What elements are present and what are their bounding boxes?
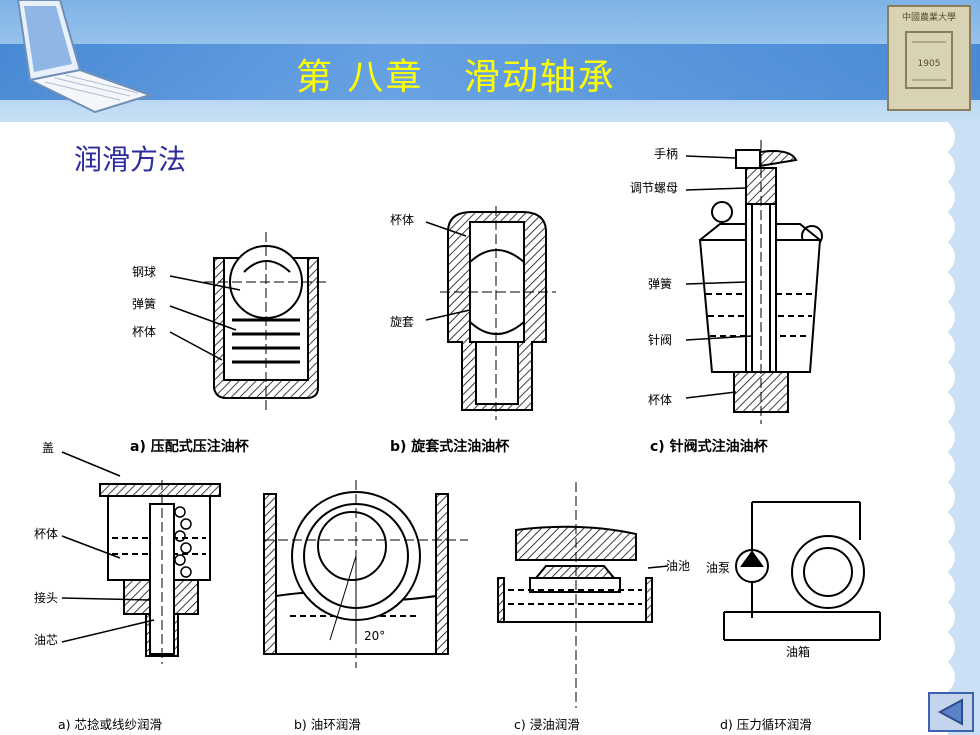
label-ball: 钢球: [132, 265, 156, 279]
fig-bottom-c-oil-bath: [497, 482, 669, 708]
header-banner: [0, 0, 980, 122]
label-pump: 油泵: [706, 561, 730, 575]
caption-bottom-b: b) 油环润滑: [294, 717, 361, 732]
scalloped-border: [940, 122, 980, 735]
label-wick: 油芯: [34, 633, 58, 647]
label-sleeve: 旋套: [390, 315, 414, 329]
label-spring-a: 弹簧: [132, 296, 156, 311]
laptop-graphic-icon: [16, 0, 154, 114]
seal-year: 1905: [918, 59, 941, 69]
caption-bottom-a: a) 芯捻或线纱润滑: [58, 717, 163, 732]
label-spring-c: 弹簧: [648, 276, 672, 291]
label-body-c: 杯体: [648, 393, 672, 407]
label-body-wick: 杯体: [34, 527, 58, 541]
fig-bottom-b-oil-ring: [263, 480, 468, 668]
label-lid: 盖: [42, 441, 54, 455]
seal-text: 中國農業大學: [902, 11, 956, 23]
fig-bottom-a-wick: [61, 451, 221, 664]
label-needle: 针阀: [648, 332, 672, 347]
label-angle: 20°: [364, 629, 385, 643]
fig-a-press-cup: [169, 232, 330, 410]
label-pool: 油池: [666, 559, 690, 573]
caption-bottom-c: c) 浸油润滑: [514, 717, 580, 732]
label-joint: 接头: [34, 590, 58, 605]
lubrication-diagram: 钢球 弹簧 杯体 杯体 旋套 手柄 调节螺母 弹簧: [34, 140, 881, 708]
fig-b-sleeve-cup: [425, 206, 556, 420]
caption-top-a: a) 压配式压注油杯: [130, 439, 249, 455]
university-seal: 中國農業大學 1905: [882, 2, 976, 114]
back-button[interactable]: [928, 692, 974, 732]
section-title: 润滑方法: [74, 143, 187, 176]
fig-c-needle-cup: [685, 140, 823, 424]
chapter-title: 第 八章 滑动轴承: [296, 57, 616, 98]
back-arrow-icon: [937, 698, 963, 726]
caption-top-b: b) 旋套式注油油杯: [390, 439, 510, 455]
fig-bottom-d-pressure: [723, 501, 881, 641]
caption-bottom-d: d) 压力循环润滑: [720, 717, 812, 732]
banner-stripe: [0, 44, 980, 100]
label-tank: 油箱: [786, 644, 810, 659]
label-handle: 手柄: [654, 147, 678, 161]
caption-top-c: c) 针阀式注油油杯: [650, 439, 768, 455]
label-body-b: 杯体: [390, 213, 414, 227]
label-nut: 调节螺母: [630, 181, 678, 195]
label-body-a: 杯体: [132, 325, 156, 339]
